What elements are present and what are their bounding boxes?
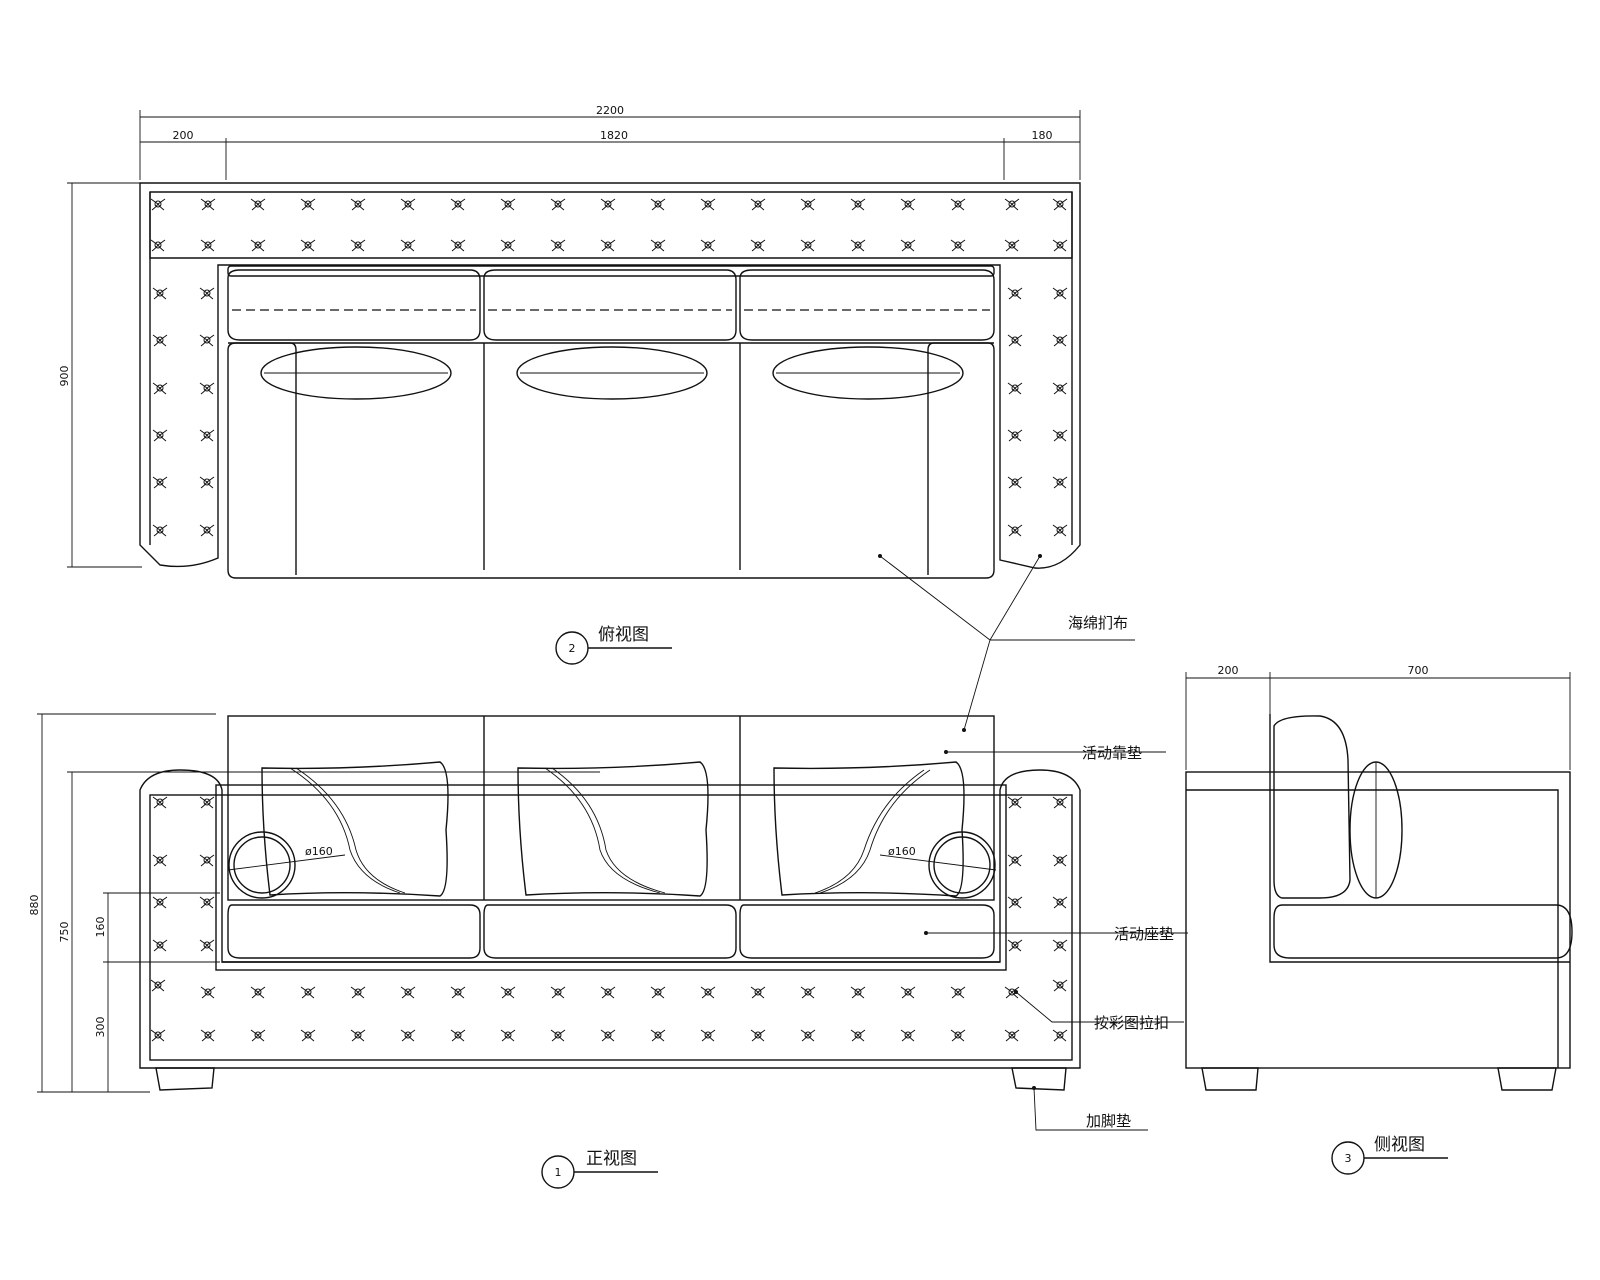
dim-bolster-right: ø160: [888, 845, 916, 858]
dim-top-right: 180: [1032, 129, 1053, 142]
dim-bolster-left: ø160: [305, 845, 333, 858]
dim-front-base: 300: [94, 1017, 107, 1038]
top-view-dimensions: 2200 200 1820 180 900: [58, 104, 1081, 568]
front-view-back: [227, 715, 995, 901]
dim-top-middle: 1820: [600, 129, 628, 142]
front-view-title-text: 正视图: [586, 1149, 637, 1169]
annotations: 海绵扪布 活动靠垫 活动座垫 按彩图拉扣 加脚垫: [878, 554, 1188, 1131]
top-view-frame: [139, 182, 1081, 569]
front-view: 880 750 160 300: [28, 713, 1081, 1189]
label-back-cushion: 活动靠垫: [1082, 744, 1142, 762]
side-view-title: 3 侧视图: [1331, 1135, 1448, 1175]
side-view: 200 700 3 侧视图: [1185, 664, 1573, 1175]
dim-front-cushion: 160: [94, 917, 107, 938]
dim-front-arm: 750: [58, 922, 71, 943]
front-view-dimensions: 880 750 160 300: [28, 713, 600, 1093]
top-view-number: 2: [569, 642, 576, 655]
top-view-title: 2 俯视图: [555, 625, 672, 665]
side-view-dimensions: 200 700: [1185, 664, 1571, 770]
front-view-seats: [227, 899, 995, 959]
dim-top-depth: 900: [58, 366, 71, 387]
side-view-number: 3: [1345, 1152, 1352, 1165]
dim-side-depth: 700: [1408, 664, 1429, 677]
label-sponge-fabric: 海绵扪布: [1068, 614, 1128, 632]
front-view-title: 1 正视图: [541, 1149, 658, 1189]
front-view-frame: [139, 769, 1081, 1091]
top-view: 2200 200 1820 180 900: [58, 104, 1081, 665]
top-view-tufts: [150, 198, 1068, 537]
front-view-pillows: ø160 ø160: [227, 761, 997, 899]
dim-top-total: 2200: [596, 104, 624, 117]
side-view-title-text: 侧视图: [1374, 1135, 1425, 1155]
label-feet: 加脚垫: [1086, 1112, 1131, 1130]
label-button: 按彩图拉扣: [1094, 1014, 1169, 1032]
side-view-body: [1185, 714, 1573, 1091]
dim-top-left: 200: [173, 129, 194, 142]
top-view-cushions: [227, 265, 995, 579]
front-view-tufts: [150, 796, 1068, 1042]
front-view-number: 1: [555, 1166, 562, 1179]
dim-front-total: 880: [28, 895, 41, 916]
top-view-title-text: 俯视图: [598, 625, 649, 645]
dim-side-arm: 200: [1218, 664, 1239, 677]
label-seat-cushion: 活动座垫: [1114, 925, 1174, 943]
